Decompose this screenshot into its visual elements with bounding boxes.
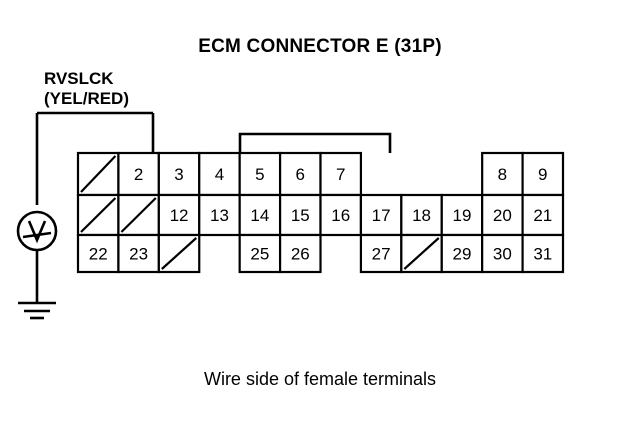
pin-cell [278,193,322,237]
pin-cell [440,233,484,274]
connector-locking-tab [238,132,392,153]
pin-number-label: 21 [533,206,552,225]
pin-number-label: 29 [452,245,471,264]
probe-wire [35,111,155,205]
pin-cell [117,233,160,274]
blank-cavity-slash-icon [80,197,117,233]
blank-cavity-slash-icon [120,197,157,233]
probe-wire-color-label: (YEL/RED) [44,89,129,108]
pin-number-label: 18 [412,206,431,225]
pin-cell [319,193,363,237]
pin-number-label: 14 [250,206,269,225]
pin-number-label: 26 [291,245,310,264]
pin-number-label: 23 [129,245,148,264]
pin-number-label: 5 [255,165,264,184]
pin-cell [521,233,565,274]
pin-number-label: 30 [493,245,512,264]
pin-number-label: 31 [533,245,552,264]
pin-number-label: 19 [452,206,471,225]
pin-number-label: 16 [331,206,350,225]
pin-cell [440,193,484,237]
pin-number-label: 4 [215,165,224,184]
blank-cavity-slash-icon [161,237,197,270]
pin-cell [481,151,524,197]
pin-number-label: 8 [498,165,507,184]
pin-number-label: 20 [493,206,512,225]
figure-caption: Wire side of female terminals [204,369,436,389]
page-title: ECM CONNECTOR E (31P) [198,36,442,57]
pin-cell [278,233,322,274]
pin-cell [238,233,282,274]
pin-number-label: 17 [372,206,391,225]
pin-number-label: 25 [250,245,269,264]
pin-cell [521,151,565,197]
pin-number-label: 27 [372,245,391,264]
pin-number-label: 13 [210,206,229,225]
pin-number-label: 12 [170,206,189,225]
ground-icon [18,301,56,320]
pin-number-label: 2 [134,165,143,184]
pin-cell [157,193,201,237]
probe-signal-label: RVSLCK [44,69,114,88]
pin-number-label: 15 [291,206,310,225]
pin-cell [198,193,241,237]
blank-cavity-slash-icon [403,237,440,270]
pin-cell [238,151,282,197]
pin-number-label: 7 [336,165,345,184]
pin-number-label: 3 [174,165,183,184]
blank-cavity-slash-icon [80,155,117,193]
pin-cell [319,151,363,197]
pin-number-label: 9 [538,165,547,184]
pin-cell [157,151,201,197]
voltmeter-symbol [16,210,58,303]
pin-number-label: 6 [296,165,305,184]
pin-number-label: 22 [89,245,108,264]
